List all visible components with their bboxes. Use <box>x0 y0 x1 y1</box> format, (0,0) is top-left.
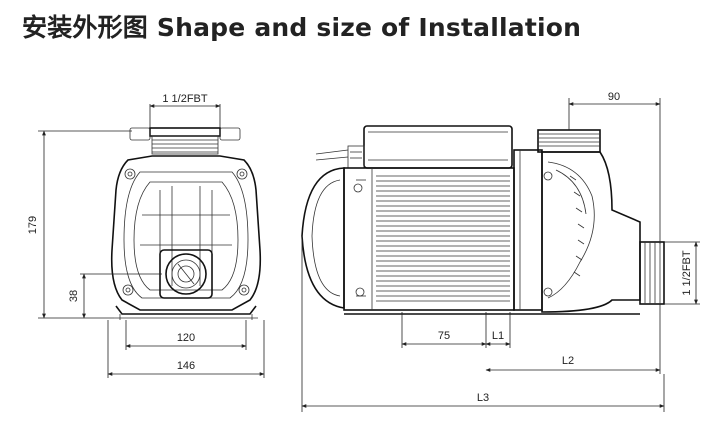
motor-body <box>343 167 515 311</box>
front-foot <box>115 305 257 315</box>
label-inlet-offset: 90 <box>608 91 620 103</box>
motor-end-cap <box>301 167 345 309</box>
dim-outlet-center-height: 38 <box>68 273 162 319</box>
label-height-total: 179 <box>27 216 39 234</box>
side-view <box>301 125 665 315</box>
diagram-title: 安装外形图 Shape and size of Installation <box>22 13 582 42</box>
pump-volute <box>541 151 641 313</box>
side-outlet-fitting <box>639 241 665 305</box>
dim-inlet-offset: 90 <box>568 91 661 244</box>
terminal-box <box>347 125 513 169</box>
side-inlet-fitting <box>537 129 601 153</box>
label-l1: L1 <box>492 330 504 342</box>
front-outlet-port <box>159 249 213 299</box>
front-bolt-bl <box>122 284 134 296</box>
front-bolt-tr <box>236 168 248 180</box>
front-bolt-tl <box>124 168 136 180</box>
front-view <box>110 127 262 320</box>
label-l2: L2 <box>562 355 574 367</box>
dim-foot-width: 146 <box>107 320 265 378</box>
label-foot-width: 146 <box>177 360 195 372</box>
label-foot-hole-spacing: 120 <box>177 332 195 344</box>
front-housing <box>110 155 262 311</box>
label-foot-span-side: 75 <box>438 330 450 342</box>
dim-outlet-thread: 1 1/2FBT <box>664 241 700 305</box>
label-outlet-center-height: 38 <box>68 290 80 302</box>
pump-flange <box>513 149 543 311</box>
label-l3: L3 <box>477 392 489 404</box>
front-bolt-br <box>238 284 250 296</box>
dim-l2: L2 <box>485 304 661 374</box>
dim-height-total: 179 <box>27 130 132 319</box>
dim-l1: L1 <box>485 312 511 348</box>
front-inlet-fitting <box>149 127 221 155</box>
dim-foot-hole-spacing: 120 <box>125 320 247 350</box>
dim-l3: L3 <box>301 236 665 412</box>
label-front-inlet-thread: 1 1/2FBT <box>162 93 208 105</box>
dim-foot-span-side: 75 <box>401 312 487 348</box>
dim-front-inlet-thread: 1 1/2FBT <box>149 93 221 128</box>
label-outlet-thread: 1 1/2FBT <box>681 250 693 296</box>
